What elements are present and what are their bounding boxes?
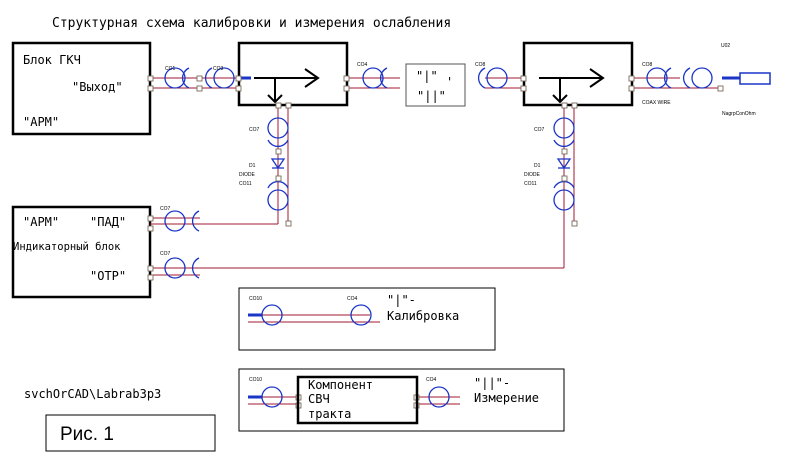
coupler-2-arrow — [539, 68, 605, 104]
indicator-otr-label: "ОТР" — [90, 269, 126, 283]
load-resistor — [739, 72, 771, 85]
label-co7-left: CO7 — [249, 127, 260, 133]
vertical-coax-connectors — [267, 117, 575, 211]
coax-center-pins — [240, 76, 740, 399]
legend-measurement-co4: CO4 — [426, 377, 437, 383]
label-co8-b: CO8 — [642, 62, 653, 68]
switch-box — [405, 63, 466, 107]
label-co4: CO4 — [357, 62, 368, 68]
label-load: NagrpConOhm — [722, 111, 756, 117]
component-label-line-3: тракта — [308, 407, 351, 421]
indicator-pad-label: "ПАД" — [90, 215, 126, 229]
coax-connectors — [164, 67, 713, 408]
diode-1 — [270, 158, 286, 170]
legend-calibration-mode: "|"- — [387, 293, 416, 307]
legend-calibration-co10: CO10 — [249, 296, 262, 302]
component-label-line-2: СВЧ — [308, 392, 330, 406]
label-co11-left: CO11 — [239, 181, 252, 187]
component-box — [296, 375, 419, 425]
coupler-1-arrow — [254, 68, 320, 104]
label-d1-right: D1 — [534, 163, 541, 169]
label-co1: CO1 — [165, 66, 176, 72]
legend-measurement-mode: "||"- — [474, 376, 510, 390]
figure-caption-box — [45, 414, 216, 452]
figure-caption: Рис. 1 — [60, 424, 114, 445]
gkch-block-name: Блок ГКЧ — [23, 53, 81, 67]
label-co7-indicator-1: CO7 — [160, 206, 171, 212]
indicator-arm-label: "АРМ" — [23, 215, 59, 229]
label-diode-left: DIODE — [239, 172, 256, 178]
label-co3: CO3 — [213, 66, 224, 72]
switch-label-one: "|" — [416, 69, 438, 83]
switch-label-two: "||" — [417, 89, 446, 103]
component-label-line-1: Компонент — [308, 378, 373, 392]
source-path: svchOrCAD\Labrab3p3 — [24, 387, 161, 401]
legend-measurement-co10: CO10 — [249, 377, 262, 383]
legend-calibration-text: Калибровка — [387, 309, 459, 323]
pins — [147, 75, 724, 409]
label-coax-wire: COAX WIRE — [642, 100, 671, 106]
label-d1-left: D1 — [249, 163, 256, 169]
label-co7-indicator-2: CO7 — [160, 251, 171, 257]
indicator-block — [11, 205, 152, 299]
legend-calibration-co4: CO4 — [347, 296, 358, 302]
diagram-title: Структурная схема калибровки и измерения… — [52, 16, 451, 31]
label-co8: CO8 — [475, 62, 486, 68]
label-u02: U02 — [721, 43, 730, 49]
diode-2 — [556, 158, 572, 170]
legend-measurement-text: Измерение — [474, 391, 539, 405]
label-diode-right: DIODE — [524, 172, 541, 178]
coupler-1 — [237, 41, 349, 107]
label-co7-right: CO7 — [534, 127, 545, 133]
switch-label-tick: ' — [446, 75, 453, 89]
wires — [150, 77, 720, 405]
gkch-arm-label: "АРМ" — [23, 115, 59, 129]
legend-calibration-box — [238, 287, 496, 351]
legend-measurement-box — [238, 368, 565, 432]
label-co11-right: CO11 — [524, 181, 537, 187]
coupler-2 — [522, 41, 634, 107]
gkch-output-label: "Выход" — [72, 80, 123, 94]
indicator-block-name: Индикаторный блок — [13, 241, 121, 253]
